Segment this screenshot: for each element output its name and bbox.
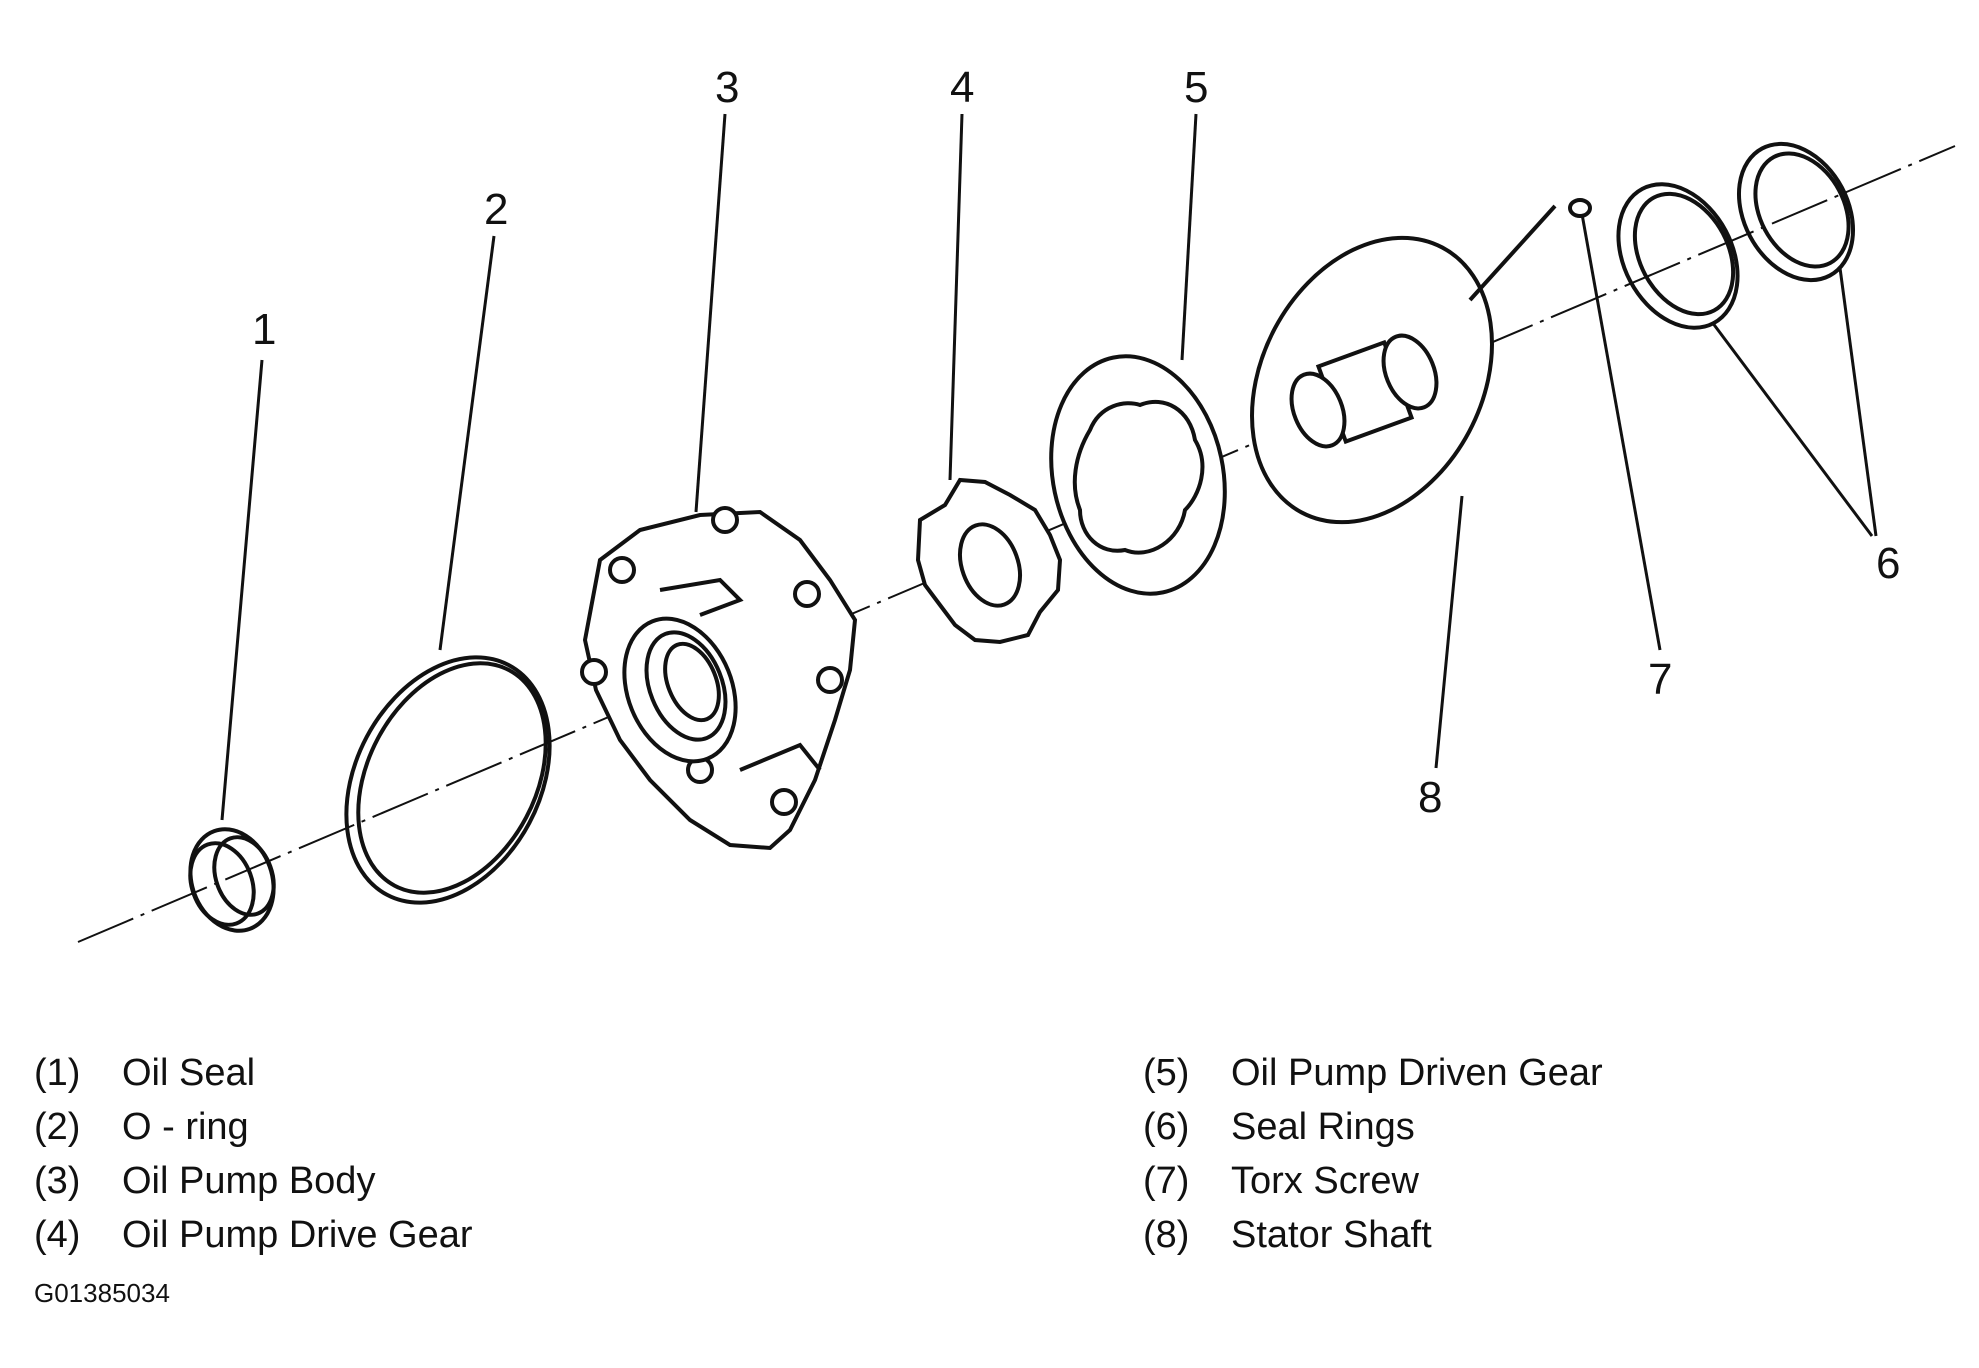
- legend-item: (3) Oil Pump Body: [34, 1154, 473, 1208]
- leader-line-6b: [1838, 267, 1878, 537]
- legend-number: (4): [34, 1214, 81, 1256]
- part-torx-screw: [1568, 198, 1592, 218]
- legend-item: (5) Oil Pump Driven Gear: [1143, 1046, 1603, 1100]
- legend-label: Torx Screw: [1231, 1160, 1419, 1202]
- leader-line-3: [694, 113, 727, 513]
- part-oil-pump-driven-gear: [1049, 354, 1227, 596]
- legend-number: (7): [1143, 1160, 1190, 1202]
- legend-label: Seal Rings: [1231, 1106, 1415, 1148]
- legend-item: (2) O - ring: [34, 1100, 473, 1154]
- legend-right: (5) Oil Pump Driven Gear (6) Seal Rings (7…: [1143, 1046, 1603, 1262]
- part-o-ring: [344, 655, 552, 905]
- legend-item: (7) Torx Screw: [1143, 1154, 1603, 1208]
- callout-2: 2: [484, 185, 508, 234]
- legend-label: Oil Pump Drive Gear: [122, 1214, 473, 1256]
- legend-number: (3): [34, 1160, 81, 1202]
- legend-item: (4) Oil Pump Drive Gear: [34, 1208, 473, 1262]
- callout-5: 5: [1184, 63, 1208, 112]
- callout-3: 3: [715, 63, 739, 112]
- leader-line-1: [220, 359, 264, 821]
- legend-number: (8): [1143, 1214, 1190, 1256]
- part-oil-seal: [188, 827, 276, 933]
- callout-8: 8: [1418, 773, 1442, 822]
- part-stator-shaft: [1250, 204, 1557, 525]
- legend-label: Oil Pump Body: [122, 1160, 376, 1202]
- callout-1: 1: [252, 305, 276, 354]
- part-seal-rings: [1616, 141, 1856, 330]
- leader-lines: [220, 113, 1878, 821]
- leader-line-4: [948, 113, 964, 481]
- legend-item: (1) Oil Seal: [34, 1046, 473, 1100]
- callout-6: 6: [1876, 539, 1900, 588]
- leader-line-5: [1180, 113, 1198, 361]
- callout-4: 4: [950, 63, 974, 112]
- leader-line-8: [1434, 495, 1464, 769]
- legend-label: O - ring: [122, 1106, 249, 1148]
- legend-item: (8) Stator Shaft: [1143, 1208, 1603, 1262]
- legend-item: (6) Seal Rings: [1143, 1100, 1603, 1154]
- leader-line-7: [1580, 213, 1662, 651]
- exploded-view-diagram: 1 2 3 4 5 6 7 8: [77, 63, 1956, 943]
- callout-7: 7: [1648, 655, 1672, 704]
- legend-number: (5): [1143, 1052, 1190, 1094]
- part-oil-pump-body: [580, 506, 858, 851]
- legend-label: Stator Shaft: [1231, 1214, 1432, 1256]
- leader-line-2: [438, 235, 496, 651]
- legend-left: (1) Oil Seal (2) O - ring (3) Oil Pump Body…: [34, 1046, 473, 1262]
- legend-label: Oil Seal: [122, 1052, 256, 1094]
- legend-number: (6): [1143, 1106, 1190, 1148]
- part-oil-pump-drive-gear: [915, 477, 1063, 645]
- legend-number: (1): [34, 1052, 81, 1094]
- leader-line-6a: [1710, 321, 1874, 537]
- legend-label: Oil Pump Driven Gear: [1231, 1052, 1603, 1094]
- figure-code: G01385034: [34, 1278, 170, 1308]
- legend-number: (2): [34, 1106, 81, 1148]
